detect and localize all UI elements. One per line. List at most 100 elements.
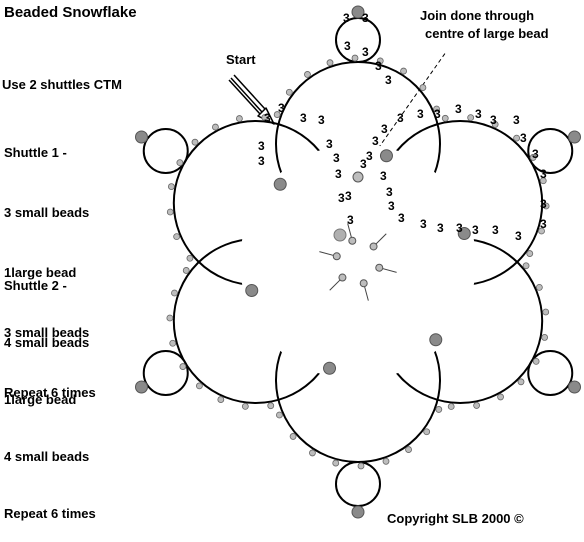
small-bead: [285, 88, 293, 96]
small-bead: [212, 123, 219, 131]
shuttle-1-heading: Shuttle 1 -: [4, 145, 67, 160]
instructions-header: Use 2 shuttles CTM: [2, 77, 122, 92]
small-bead: [338, 273, 347, 282]
small-bead: [405, 446, 412, 453]
inner-mask: [240, 144, 476, 380]
tip-bead: [351, 5, 365, 19]
stitch-count-label: 3: [381, 122, 388, 136]
small-bead: [191, 138, 199, 146]
small-bead: [241, 402, 249, 410]
stitch-count-label: 3: [264, 111, 271, 125]
small-bead: [467, 114, 475, 122]
stitch-count-label: 3: [515, 229, 522, 243]
stitch-count-label: 3: [326, 137, 333, 151]
shuttle-1-instructions: Shuttle 1 - 3 small beads 1large bead 3 …: [4, 103, 96, 423]
stitch-count-label: 3: [475, 107, 482, 121]
shuttle-1-step: 1large bead: [4, 265, 77, 280]
small-bead: [539, 177, 547, 185]
stitch-count-label: 3: [258, 139, 265, 153]
small-bead: [261, 114, 269, 121]
small-bead: [357, 462, 365, 470]
small-bead: [167, 183, 175, 190]
stitch-count-label: 3: [388, 199, 395, 213]
shuttle-2-step: 4 small beads: [4, 449, 90, 464]
small-bead: [289, 433, 297, 440]
stitch-count-label: 3: [318, 113, 325, 127]
small-bead: [359, 279, 368, 288]
stitch-count-label: 3: [386, 185, 393, 199]
small-bead: [276, 411, 283, 419]
small-bead: [433, 105, 440, 113]
shuttle-2-step: Repeat 6 times: [4, 506, 96, 521]
shuttle-2-heading: Shuttle 2 -: [4, 278, 67, 293]
small-bead: [309, 449, 316, 457]
picot-ring: [527, 350, 574, 396]
small-bead: [473, 402, 481, 409]
stitch-count-label: 3: [362, 11, 369, 25]
stitch-count-label: 3: [472, 223, 479, 237]
large-bead: [457, 227, 471, 241]
join-note-line-2: centre of large bead: [425, 26, 549, 41]
stitch-count-label: 3: [455, 102, 462, 116]
stitch-count-label: 3: [540, 217, 547, 231]
stitch-count-label: 3: [540, 167, 547, 181]
join-pointer-line: [357, 51, 447, 178]
stitch-count-label: 3: [420, 217, 427, 231]
stitch-count-label: 3: [375, 59, 382, 73]
large-bead: [273, 177, 287, 191]
stitch-count-label: 3: [513, 113, 520, 127]
large-bead: [245, 283, 259, 297]
stitch-count-label: 3: [366, 149, 373, 163]
stitch-count-label: 3: [385, 73, 392, 87]
small-bead: [542, 202, 550, 210]
chain-layer: [172, 61, 544, 463]
stitch-count-label: 3: [397, 111, 404, 125]
stitch-count-label: 3: [343, 11, 350, 25]
small-bead: [326, 59, 334, 67]
stitch-count-label: 3: [540, 197, 547, 211]
small-bead: [532, 357, 540, 365]
stitch-count-label: 3: [380, 169, 387, 183]
small-bead: [348, 236, 357, 245]
small-bead: [376, 57, 384, 65]
picot-ring: [527, 128, 574, 174]
stitch-count-label: 3: [437, 221, 444, 235]
small-bead: [522, 262, 530, 270]
large-bead: [379, 149, 393, 163]
small-bead: [535, 283, 543, 291]
stitch-count-label: 3: [335, 167, 342, 181]
small-bead: [267, 402, 275, 410]
small-bead: [182, 267, 190, 274]
stitch-count-label: 3: [258, 154, 265, 168]
shuttle-2-step: 4 small beads: [4, 335, 90, 350]
small-bead: [235, 115, 243, 122]
small-bead: [176, 159, 184, 167]
small-bead: [369, 242, 378, 251]
tip-bead: [351, 505, 365, 519]
small-bead: [526, 250, 534, 257]
small-bead: [195, 382, 203, 390]
stitch-count-label: 3: [345, 189, 352, 203]
start-label: Start: [226, 52, 256, 67]
small-bead: [351, 54, 359, 62]
stitch-count-label: 3: [300, 111, 307, 125]
small-bead: [423, 428, 431, 436]
large-bead: [429, 333, 443, 347]
small-bead: [375, 263, 384, 272]
stitch-count-label: 3: [532, 147, 539, 161]
small-bead: [542, 308, 550, 316]
stitch-count-label: 3: [347, 213, 354, 227]
small-bead: [273, 111, 281, 118]
small-bead: [332, 252, 341, 261]
shuttle-1-step: Repeat 6 times: [4, 385, 96, 400]
tip-bead: [134, 380, 148, 394]
stitch-count-label: 3: [362, 45, 369, 59]
tip-bead: [134, 130, 148, 144]
small-bead: [166, 208, 174, 216]
copyright-notice: Copyright SLB 2000 ©: [387, 511, 524, 526]
small-bead: [517, 378, 525, 386]
stitch-count-label: 3: [417, 107, 424, 121]
shuttle-2-instructions: Shuttle 2 - 4 small beads 1large bead 4 …: [4, 238, 96, 542]
